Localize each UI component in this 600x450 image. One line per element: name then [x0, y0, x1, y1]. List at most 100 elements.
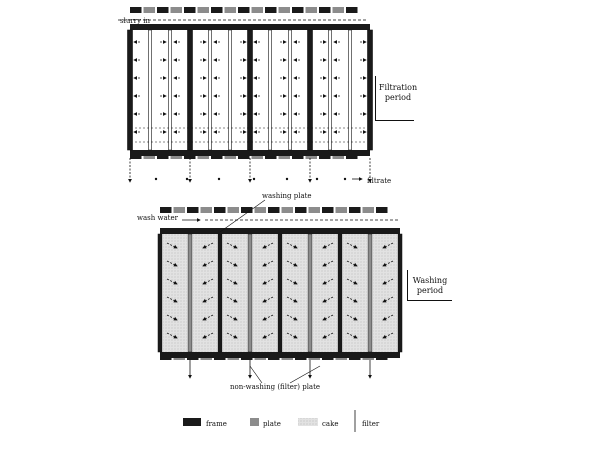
non-washing-plate-pointer-1: [249, 365, 263, 384]
wash-flow-arrow: [346, 242, 358, 249]
top-rail-block: [211, 7, 223, 13]
wash-flow-arrow: [166, 332, 178, 339]
filter-plate: [168, 29, 172, 151]
wash-flow-arrow: [166, 260, 178, 267]
wash-flow-arrow: [322, 260, 334, 267]
wash-flow-arrow: [286, 278, 298, 285]
wash-top-rail-block: [349, 207, 361, 213]
wash-water-label: wash water: [137, 214, 178, 222]
filtrate-drop: [185, 177, 189, 181]
wash-top-rail-block: [362, 207, 374, 213]
wash-flow-arrow: [202, 278, 214, 285]
wash-flow-arrow: [202, 260, 214, 267]
filter-cake: [343, 234, 367, 352]
wash-flow-arrow: [202, 242, 214, 249]
wash-top-rail-block: [200, 207, 212, 213]
top-rail-block: [278, 7, 290, 13]
filtration-press: [118, 7, 373, 183]
filter-plate: [348, 29, 352, 151]
top-rail-block: [170, 7, 182, 13]
wash-frame-bottom-bar: [160, 352, 400, 358]
wash-flow-arrow: [262, 314, 274, 321]
washing-period-bracket: [407, 270, 452, 301]
wash-flow-arrow: [262, 278, 274, 285]
top-rail-block: [224, 7, 236, 13]
washing-period-line1: Washing: [412, 276, 448, 285]
wash-flow-arrow: [166, 296, 178, 303]
filter-cake: [193, 234, 217, 352]
filtration-period-line2: period: [384, 93, 412, 102]
wash-flow-arrow: [322, 332, 334, 339]
wash-top-rail-block: [241, 207, 253, 213]
top-rail-block: [184, 7, 196, 13]
washing-plate: [277, 233, 283, 353]
wash-top-rail-block: [335, 207, 347, 213]
filtration-period-label: Filtration period: [378, 83, 418, 103]
non-washing-plate: [367, 233, 373, 353]
washing-press: [157, 199, 403, 384]
filtrate-drop: [217, 177, 221, 181]
wash-top-rail-block: [295, 207, 307, 213]
washing-plate-pointer: [219, 199, 266, 233]
wash-top-rail-block: [322, 207, 334, 213]
wash-flow-arrow: [322, 242, 334, 249]
wash-flow-arrow: [322, 314, 334, 321]
top-rail-block: [265, 7, 277, 13]
wash-flow-arrow: [382, 314, 394, 321]
legend: [183, 410, 356, 432]
filter-plate: [247, 29, 253, 151]
frame-bottom-bar: [130, 150, 370, 156]
non-washing-plate-label: non-washing (filter) plate: [230, 383, 321, 391]
wash-flow-arrow: [262, 296, 274, 303]
wash-flow-arrow: [202, 332, 214, 339]
washing-plate: [337, 233, 343, 353]
non-washing-plate: [187, 233, 193, 353]
non-washing-plate: [247, 233, 253, 353]
filter-plate: [288, 29, 292, 151]
washing-plate-label: washing plate: [262, 192, 312, 200]
filter-cake: [163, 234, 187, 352]
legend-plate-label: plate: [263, 420, 281, 428]
filtrate-drop: [154, 177, 158, 181]
wash-flow-arrow: [166, 278, 178, 285]
legend-frame-swatch: [183, 418, 201, 426]
filtrate-drop: [315, 177, 319, 181]
wash-top-rail-block: [376, 207, 388, 213]
filtrate-drop: [252, 177, 256, 181]
wash-top-rail-block: [281, 207, 293, 213]
slurry-in-label: slurry in: [120, 17, 150, 25]
wash-flow-arrow: [286, 332, 298, 339]
filter-plate: [228, 29, 232, 151]
wash-frame-top-bar: [160, 228, 400, 234]
filter-plate: [208, 29, 212, 151]
wash-flow-arrow: [262, 242, 274, 249]
wash-flow-arrow: [382, 242, 394, 249]
wash-flow-arrow: [382, 260, 394, 267]
wash-top-rail-block: [214, 207, 226, 213]
filter-plate: [328, 29, 332, 151]
wash-top-rail-block: [173, 207, 185, 213]
wash-top-rail-block: [268, 207, 280, 213]
washing-period-label: Washing period: [408, 276, 452, 296]
top-rail-block: [143, 7, 155, 13]
filter-plate: [187, 29, 193, 151]
wash-flow-arrow: [346, 278, 358, 285]
wash-flow-arrow: [286, 260, 298, 267]
filter-plate: [268, 29, 272, 151]
wash-flow-arrow: [346, 260, 358, 267]
frame-top-bar: [130, 24, 370, 30]
filtration-period-bracket: [375, 76, 414, 121]
filter-plate: [148, 29, 152, 151]
wash-flow-arrow: [226, 260, 238, 267]
wash-top-rail-block: [187, 207, 199, 213]
filtrate-label: filtrate: [367, 177, 392, 185]
wash-flow-arrow: [226, 332, 238, 339]
wash-flow-arrow: [346, 296, 358, 303]
washing-plate: [157, 233, 163, 353]
filter-plate: [307, 29, 313, 151]
filter-cake: [313, 234, 337, 352]
wash-flow-arrow: [226, 314, 238, 321]
top-rail-block: [319, 7, 331, 13]
wash-flow-arrow: [226, 296, 238, 303]
washing-plate: [217, 233, 223, 353]
